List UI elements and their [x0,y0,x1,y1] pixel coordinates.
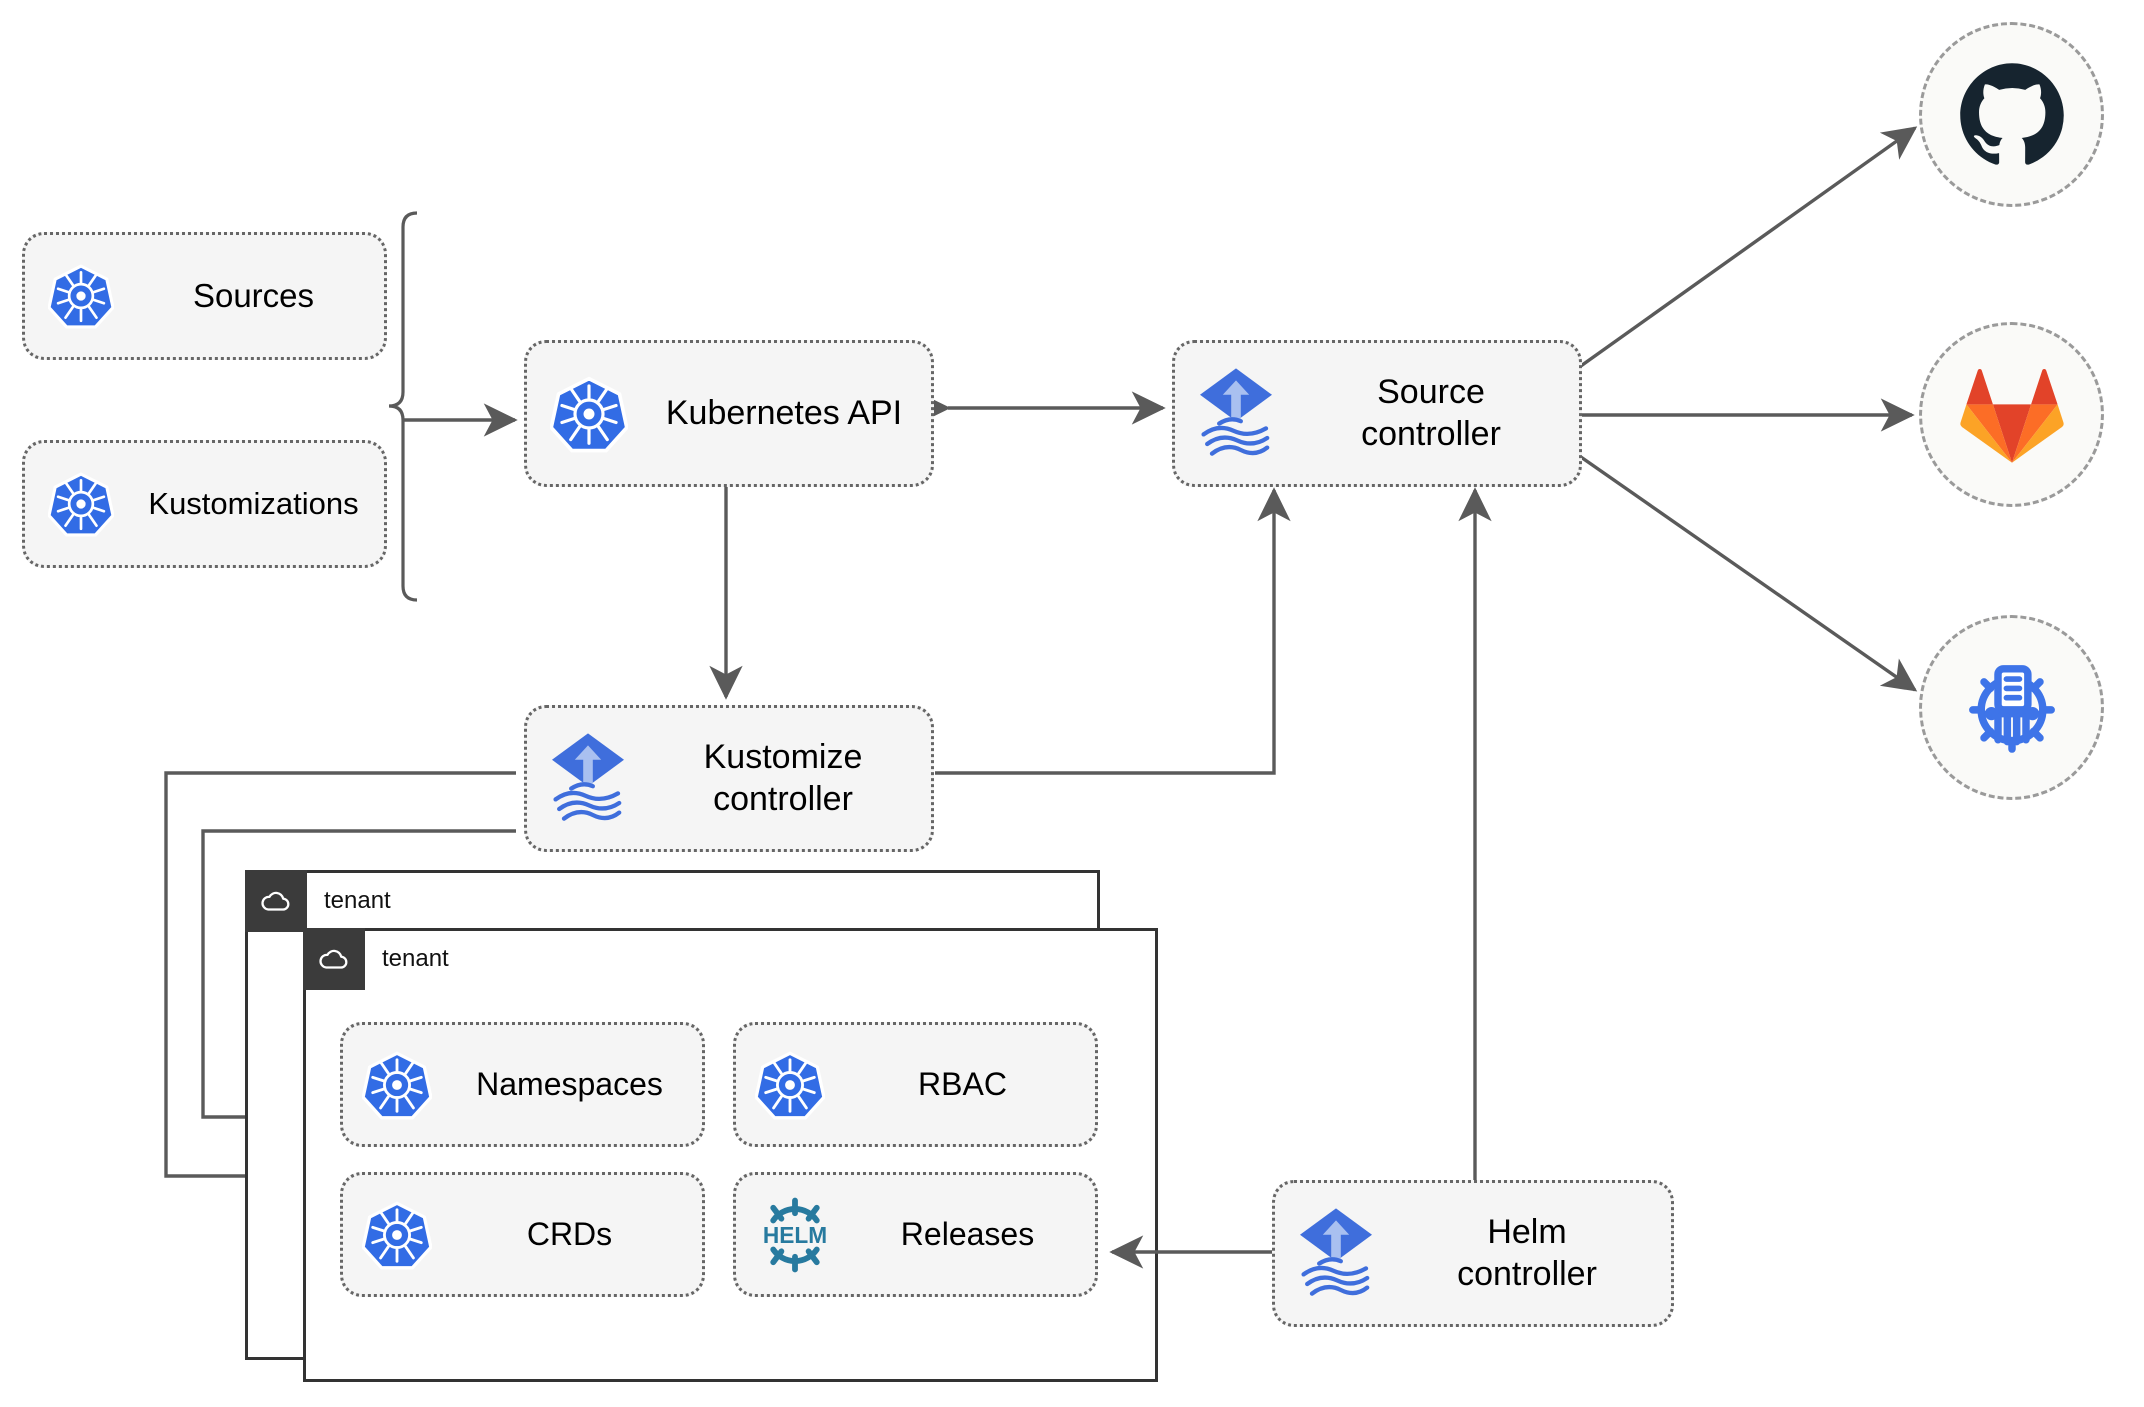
node-label-rbac: RBAC [918,1065,1007,1102]
node-label-helm-controller: Helm controller [1457,1213,1597,1293]
helm-wordmark: HELM [763,1222,827,1248]
node-label-kustomizations: Kustomizations [148,486,359,522]
provider-github[interactable] [1919,22,2104,207]
node-label-sources: Sources [192,276,315,314]
node-label-kubernetes-api: Kubernetes API [665,393,903,432]
node-rbac[interactable]: RBAC [733,1022,1098,1147]
node-label-kustomize-controller: Kustomize controller [703,738,863,818]
node-label-releases: Releases [900,1215,1035,1252]
helm-repository-icon [1968,664,2055,753]
node-source-controller[interactable]: Source controller [1172,340,1582,487]
node-releases[interactable]: HELM Releases [733,1172,1098,1297]
node-label-source-controller: Source controller [1361,373,1501,453]
flux-icon [527,731,649,827]
kubernetes-icon [343,1050,451,1120]
node-namespaces[interactable]: Namespaces [340,1022,705,1147]
gitlab-icon [1959,368,2064,463]
flux-icon [1175,366,1297,462]
tenant-label-back: tenant [324,887,391,914]
node-kubernetes-api[interactable]: Kubernetes API [524,340,934,487]
kubernetes-icon [527,375,651,453]
kubernetes-icon [343,1200,451,1270]
node-sources[interactable]: Sources [22,232,387,360]
node-kustomize-controller[interactable]: Kustomize controller [524,705,934,852]
node-helm-controller[interactable]: Helm controller [1272,1180,1674,1327]
node-label-namespaces: Namespaces [476,1065,663,1102]
cloud-icon [245,870,307,932]
provider-helm-repository[interactable] [1919,615,2104,800]
tenant-label-front: tenant [382,945,449,972]
cloud-icon [303,928,365,990]
provider-gitlab[interactable] [1919,322,2104,507]
kubernetes-icon [736,1050,844,1120]
node-crds[interactable]: CRDs [340,1172,705,1297]
kubernetes-icon [25,263,137,329]
github-icon [1959,62,2064,165]
kubernetes-icon [25,471,137,537]
helm-icon: HELM [736,1191,854,1279]
node-kustomizations[interactable]: Kustomizations [22,440,387,568]
tenant-panel-front[interactable]: tenant [303,928,1158,1382]
node-label-crds: CRDs [526,1215,613,1252]
flux-icon [1275,1206,1397,1302]
